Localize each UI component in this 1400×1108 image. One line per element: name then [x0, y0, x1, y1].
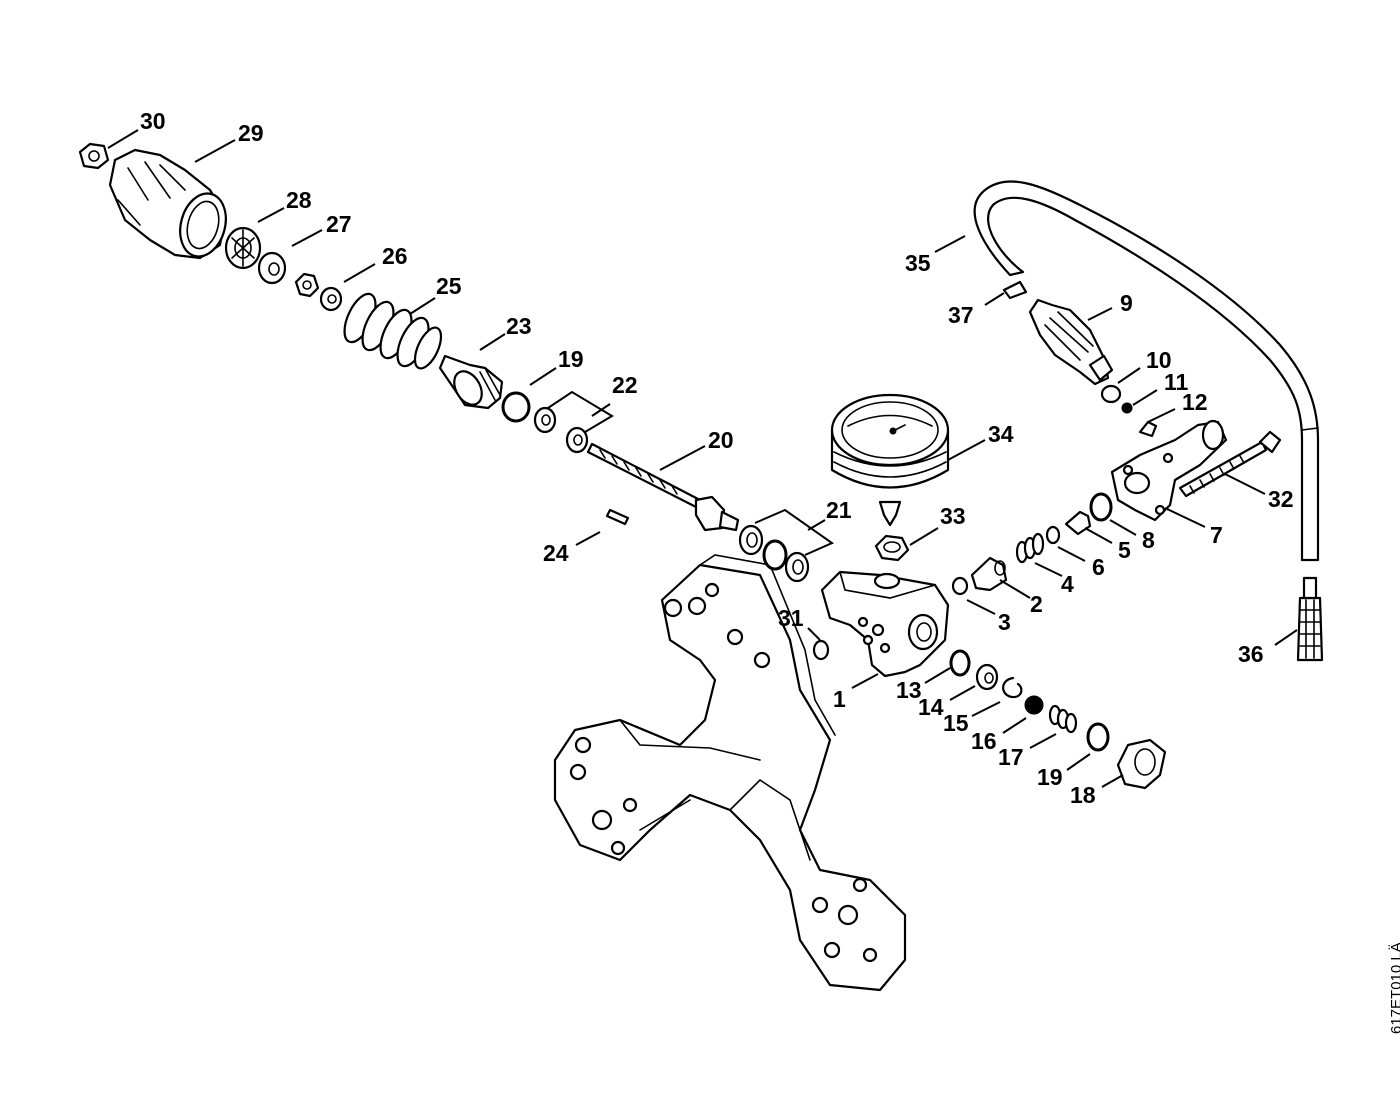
callout-3: 3 [998, 609, 1011, 635]
part-2-valve-seat [970, 556, 1008, 592]
callout-19-upper: 19 [558, 346, 584, 372]
callout-20: 20 [708, 427, 734, 453]
callout-2: 2 [1030, 591, 1043, 617]
part-7-valve-block [1110, 419, 1228, 522]
part-10-o-ring [1100, 384, 1122, 404]
part-4-spring [1015, 532, 1045, 564]
callout-30: 30 [140, 108, 166, 134]
callout-7: 7 [1210, 522, 1223, 548]
callout-16: 16 [971, 728, 997, 754]
callout-10: 10 [1146, 347, 1172, 373]
part-21-seals [738, 524, 810, 583]
part-32-screw [1178, 430, 1282, 498]
part-37-clip [1002, 280, 1028, 300]
callout-1: 1 [833, 686, 846, 712]
callout-4: 4 [1061, 571, 1074, 597]
part-25-spring [343, 292, 443, 370]
part-23-valve-body [438, 354, 504, 410]
callout-17: 17 [998, 744, 1024, 770]
part-31-o-ring [812, 639, 830, 661]
callout-32: 32 [1268, 486, 1294, 512]
part-26-nuts [294, 272, 343, 312]
callout-37: 37 [948, 302, 974, 328]
callout-11: 11 [1164, 369, 1189, 395]
callout-21: 21 [826, 497, 852, 523]
part-19-o-ring-lower [1086, 722, 1110, 752]
part-20-spindle [586, 442, 740, 532]
part-22-washers [533, 406, 589, 454]
part-27-washer [257, 251, 287, 285]
part-3-o-ring [951, 576, 969, 596]
callout-36: 36 [1238, 641, 1264, 667]
callout-numbers: 30 29 28 27 26 25 23 19 22 20 24 21 33 3… [140, 108, 1294, 808]
callout-15: 15 [943, 710, 969, 736]
part-14-seat [975, 663, 999, 691]
callout-27: 27 [326, 211, 352, 237]
callout-26: 26 [382, 243, 408, 269]
callout-19-lower: 19 [1037, 764, 1063, 790]
part-11-ball [1121, 402, 1133, 414]
callout-25: 25 [436, 273, 462, 299]
part-36-filter [1296, 576, 1324, 662]
callout-24: 24 [543, 540, 569, 566]
part-8-o-ring [1089, 492, 1113, 522]
part-34-pressure-gauge [830, 393, 950, 527]
callout-22: 22 [612, 372, 638, 398]
callout-5: 5 [1118, 537, 1131, 563]
callout-33: 33 [940, 503, 966, 529]
part-1-valve-housing [820, 570, 950, 678]
callout-34: 34 [988, 421, 1014, 447]
callout-14: 14 [918, 694, 944, 720]
part-24-pin [605, 508, 630, 526]
part-5-valve [1064, 510, 1092, 536]
drawing-code: 617ET010 LÄ [1388, 942, 1400, 1034]
callout-28: 28 [286, 187, 312, 213]
callout-6: 6 [1092, 554, 1105, 580]
part-30-nut [78, 142, 110, 170]
callout-8: 8 [1142, 527, 1155, 553]
callout-9: 9 [1120, 290, 1133, 316]
callout-31: 31 [778, 605, 804, 631]
callout-13: 13 [896, 677, 922, 703]
callout-35: 35 [905, 250, 931, 276]
part-12-cone [1138, 420, 1158, 438]
mounting-bracket [553, 554, 907, 992]
part-35-hose [973, 180, 1320, 562]
part-28-disc [224, 226, 262, 270]
callout-12: 12 [1182, 389, 1208, 415]
part-29-knob [108, 148, 227, 260]
part-13-o-ring [949, 649, 971, 677]
part-18-plug [1116, 738, 1167, 790]
callout-23: 23 [506, 313, 532, 339]
part-6-ring [1045, 525, 1061, 545]
callout-18: 18 [1070, 782, 1096, 808]
part-17-spring [1048, 704, 1078, 734]
part-15-snap-ring [1002, 676, 1023, 699]
part-9-fitting [1028, 298, 1114, 386]
part-19-o-ring-upper [501, 391, 531, 423]
callout-29: 29 [238, 120, 264, 146]
part-16-ball [1024, 695, 1044, 715]
part-33-nut [874, 534, 910, 562]
leader-lines [107, 129, 1298, 788]
